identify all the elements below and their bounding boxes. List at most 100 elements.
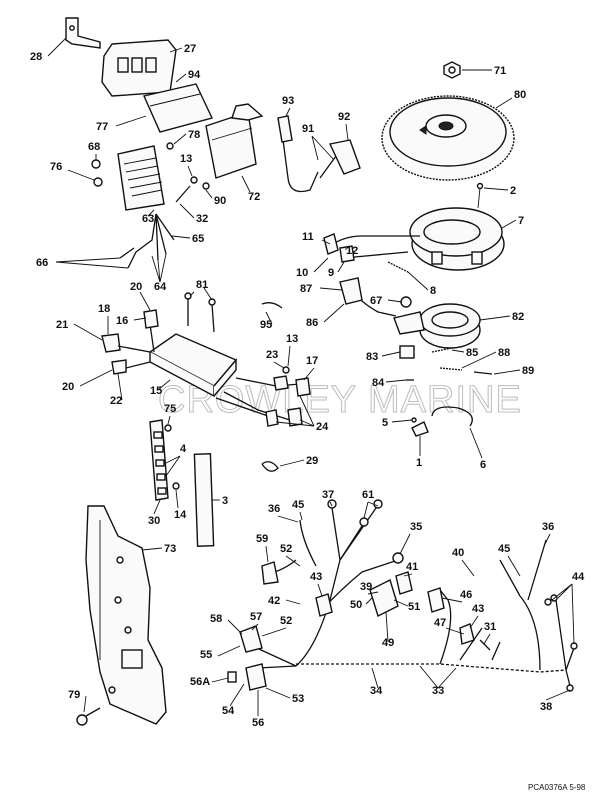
callout-c35: 35 (410, 521, 422, 533)
callout-c21: 21 (56, 319, 68, 331)
callout-c1: 1 (416, 457, 422, 469)
callout-c94: 94 (188, 69, 201, 81)
callout-c29: 29 (306, 455, 318, 467)
callout-c36b: 36 (542, 521, 554, 533)
callout-c82: 82 (512, 311, 524, 323)
callout-c37: 37 (322, 489, 334, 501)
screw-78 (166, 142, 174, 150)
callout-c36a: 36 (268, 503, 280, 515)
callout-c71: 71 (494, 65, 506, 77)
callout-c34: 34 (370, 685, 383, 697)
callout-c53: 53 (292, 693, 304, 705)
link-rod-block (399, 345, 415, 359)
callout-c4: 4 (180, 443, 187, 455)
figure-code: PCA0376A 5-98 (528, 783, 586, 792)
callout-c58: 58 (210, 613, 222, 625)
callout-c68: 68 (88, 141, 100, 153)
callout-c42: 42 (268, 595, 280, 607)
washer-13 (190, 176, 198, 184)
callout-c92: 92 (338, 111, 350, 123)
spark-plug-wires (277, 115, 361, 193)
callout-c5: 5 (382, 417, 388, 429)
callout-c83: 83 (366, 351, 378, 363)
retaining-ring (411, 406, 473, 437)
callout-c40: 40 (452, 547, 464, 559)
callout-c20b: 20 (62, 381, 74, 393)
callout-c49: 49 (382, 637, 394, 649)
callout-c10: 10 (296, 267, 308, 279)
callout-c18: 18 (98, 303, 110, 315)
washer-90 (202, 182, 210, 190)
callout-c79: 79 (68, 689, 80, 701)
callout-c12: 12 (346, 245, 358, 257)
sensor-module (143, 83, 213, 133)
flywheel-nut (443, 61, 461, 79)
callout-c28: 28 (30, 51, 42, 63)
callout-c6: 6 (480, 459, 486, 471)
callout-c80: 80 (514, 89, 526, 101)
sleeve-3 (193, 453, 215, 547)
callout-c55: 55 (200, 649, 212, 661)
power-pack-leads (101, 309, 311, 427)
callout-c85: 85 (466, 347, 478, 359)
callout-c91: 91 (302, 123, 314, 135)
callout-c54: 54 (222, 705, 235, 717)
callout-c44: 44 (572, 571, 585, 583)
callout-labels: 28 27 94 77 78 93 91 92 71 80 68 76 13 9… (30, 43, 585, 729)
ignition-coil (205, 103, 264, 179)
screw-76 (93, 177, 103, 187)
callout-c43b: 43 (472, 603, 484, 615)
stator (409, 207, 505, 271)
callout-c75: 75 (164, 403, 176, 415)
callout-c56A: 56A (190, 676, 210, 688)
leader-lines (47, 37, 575, 716)
callout-c43a: 43 (310, 571, 322, 583)
callout-c90: 90 (214, 195, 226, 207)
callout-c88: 88 (498, 347, 510, 359)
screw-2 (476, 182, 484, 209)
callout-c7: 7 (518, 215, 524, 227)
callout-c20a: 20 (130, 281, 142, 293)
pin-89 (473, 371, 493, 375)
callout-c51: 51 (408, 601, 420, 613)
spring-88 (439, 367, 463, 371)
timer-base (393, 303, 481, 349)
callout-c47: 47 (434, 617, 446, 629)
callout-c41: 41 (406, 561, 418, 573)
callout-c87: 87 (300, 283, 312, 295)
screw-75 (164, 424, 172, 432)
callout-c39: 39 (360, 581, 372, 593)
callout-c86: 86 (306, 317, 318, 329)
callout-c93: 93 (282, 95, 294, 107)
screw-14 (172, 482, 180, 490)
callout-c2: 2 (510, 185, 516, 197)
callout-c13a: 13 (180, 153, 192, 165)
callout-c67: 67 (370, 295, 382, 307)
stator-leads (323, 233, 420, 317)
mounting-bracket (65, 17, 101, 49)
spring-85 (431, 347, 453, 353)
callout-c73: 73 (164, 543, 176, 555)
callout-c56: 56 (252, 717, 264, 729)
callout-c57: 57 (250, 611, 262, 623)
callout-c77: 77 (96, 121, 108, 133)
callout-c46: 46 (460, 589, 472, 601)
callout-c3: 3 (222, 495, 228, 507)
callout-c8: 8 (430, 285, 436, 297)
callout-c84: 84 (372, 377, 385, 389)
rectifier-leads (119, 213, 175, 269)
callout-c14: 14 (174, 509, 187, 521)
clip-29 (261, 461, 279, 472)
callout-c17: 17 (306, 355, 318, 367)
callout-c24: 24 (316, 421, 329, 433)
callout-c22: 22 (110, 395, 122, 407)
clip-95 (261, 302, 283, 309)
callout-c30: 30 (148, 515, 160, 527)
callout-c95: 95 (260, 319, 272, 331)
callout-c11: 11 (302, 231, 314, 243)
callout-c59: 59 (256, 533, 268, 545)
callout-c38: 38 (540, 701, 552, 713)
callout-c9: 9 (328, 267, 334, 279)
callout-c13b: 13 (286, 333, 298, 345)
